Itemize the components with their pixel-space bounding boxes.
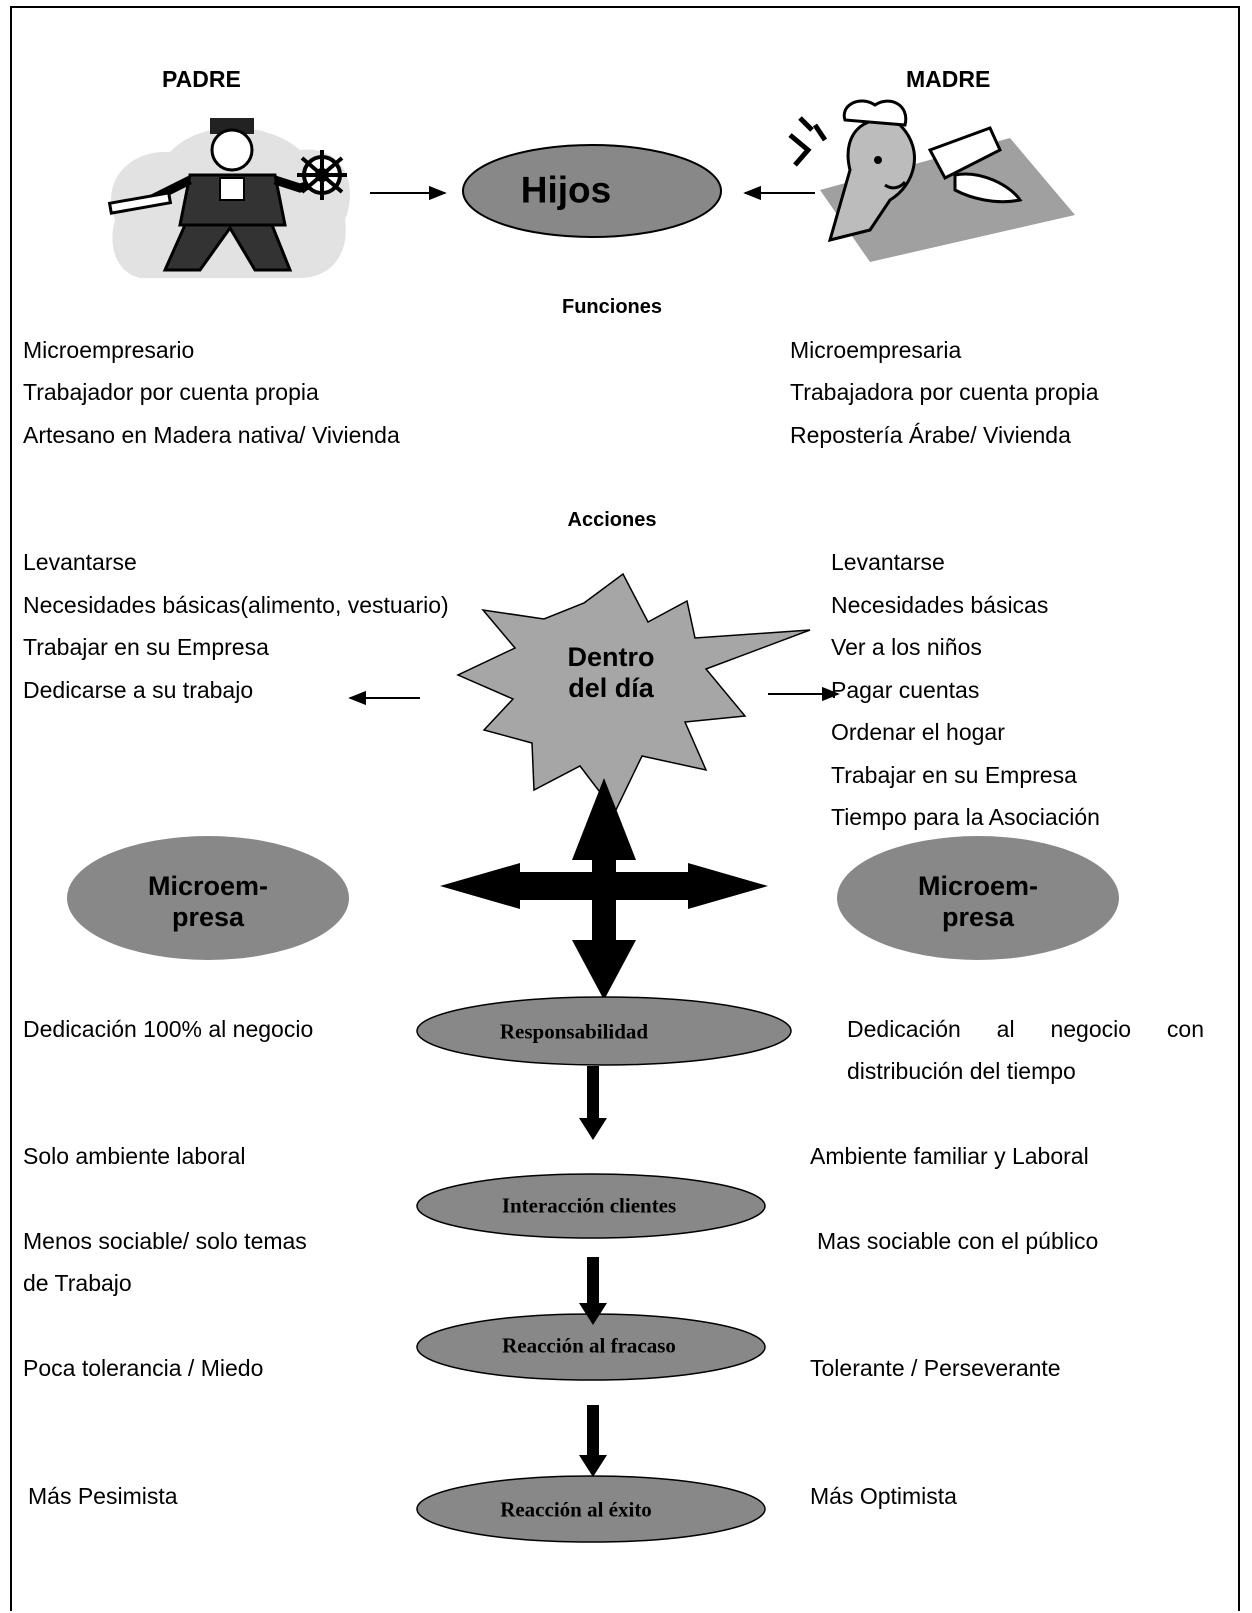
padre-accion-4: Dedicarse a su trabajo <box>23 677 254 703</box>
del-dia-line: del día <box>568 673 654 703</box>
madre-responsabilidad-line2: distribución del tiempo <box>847 1058 1076 1084</box>
hijos-label: Hijos <box>520 169 612 211</box>
padre-funcion-2: Trabajador por cuenta propia <box>23 379 319 405</box>
madre-resp-word-3: negocio <box>1050 1016 1132 1042</box>
madre-resp-word-1: Dedicación <box>847 1016 961 1042</box>
madre-responsabilidad-line1: Dedicación al negocio con <box>847 1018 1204 1041</box>
padre-heading: PADRE <box>162 66 241 92</box>
padre-accion-2: Necesidades básicas(alimento, vestuario) <box>23 592 449 618</box>
dentro-line: Dentro <box>567 641 655 672</box>
microempresa-left-ellipse <box>67 836 349 960</box>
madre-accion-5: Ordenar el hogar <box>831 719 1005 745</box>
madre-funcion-2: Trabajadora por cuenta propia <box>790 379 1099 405</box>
madre-interaccion: Mas sociable con el público <box>817 1228 1099 1254</box>
madre-fracaso: Tolerante / Perseverante <box>810 1355 1061 1381</box>
reaccion-exito-label: Reacción al éxito <box>500 1497 652 1522</box>
down-arrow-1 <box>579 1066 607 1140</box>
reaccion-fracaso-label: Reacción al fracaso <box>502 1333 676 1358</box>
responsabilidad-label: Responsabilidad <box>499 1019 649 1044</box>
madre-accion-6: Trabajar en su Empresa <box>831 762 1077 788</box>
madre-ambiente: Ambiente familiar y Laboral <box>810 1143 1089 1169</box>
microempresa-left-line2: presa <box>171 902 245 932</box>
padre-funcion-1: Microempresario <box>23 337 195 363</box>
microempresa-right-line2: presa <box>941 902 1015 932</box>
padre-fracaso: Poca tolerancia / Miedo <box>23 1355 264 1381</box>
madre-resp-word-2: al <box>996 1016 1015 1042</box>
hijos-ellipse <box>462 144 722 238</box>
microempresa-right-label: Microem- presa <box>918 871 1038 933</box>
madre-accion-4: Pagar cuentas <box>831 677 980 703</box>
madre-heading: MADRE <box>906 66 991 92</box>
madre-resp-word-4: con <box>1166 1016 1204 1042</box>
four-way-arrow <box>440 778 768 1000</box>
interaccion-clientes-label: Interacción clientes <box>501 1193 677 1218</box>
madre-accion-2: Necesidades básicas <box>831 592 1049 618</box>
padre-exito: Más Pesimista <box>28 1483 178 1509</box>
down-arrow-3 <box>579 1405 607 1477</box>
acciones-heading: Acciones <box>567 509 657 531</box>
padre-interaccion-line2: de Trabajo <box>23 1270 132 1296</box>
padre-responsabilidad: Dedicación 100% al negocio <box>23 1016 314 1042</box>
madre-exito: Más Optimista <box>810 1483 957 1509</box>
father-illustration <box>107 118 350 278</box>
microempresa-left-line1: Microem- <box>147 870 269 901</box>
funciones-heading: Funciones <box>561 296 663 318</box>
madre-accion-1: Levantarse <box>831 549 945 575</box>
padre-ambiente: Solo ambiente laboral <box>23 1143 246 1169</box>
down-arrow-2 <box>579 1257 607 1325</box>
responsabilidad-ellipse <box>416 996 792 1066</box>
interaccion-clientes-ellipse <box>416 1173 766 1239</box>
padre-interaccion-line1: Menos sociable/ solo temas <box>23 1228 307 1254</box>
padre-accion-1: Levantarse <box>23 549 137 575</box>
microempresa-left-label: Microem- presa <box>148 871 268 933</box>
padre-accion-3: Trabajar en su Empresa <box>23 634 269 660</box>
dentro-del-dia-star <box>456 572 811 814</box>
reaccion-exito-ellipse <box>416 1475 766 1543</box>
diagram-frame <box>10 6 1240 1611</box>
microempresa-right-ellipse <box>837 836 1119 960</box>
microempresa-right-line1: Microem- <box>917 870 1039 901</box>
madre-accion-7: Tiempo para la Asociación <box>831 804 1100 830</box>
dentro-del-dia-label: Dentro del día <box>568 642 655 704</box>
madre-funcion-1: Microempresaria <box>790 337 962 363</box>
padre-funcion-3: Artesano en Madera nativa/ Vivienda <box>23 422 400 448</box>
madre-funcion-3: Repostería Árabe/ Vivienda <box>790 422 1071 448</box>
madre-accion-3: Ver a los niños <box>831 634 982 660</box>
mother-illustration <box>788 99 1075 262</box>
